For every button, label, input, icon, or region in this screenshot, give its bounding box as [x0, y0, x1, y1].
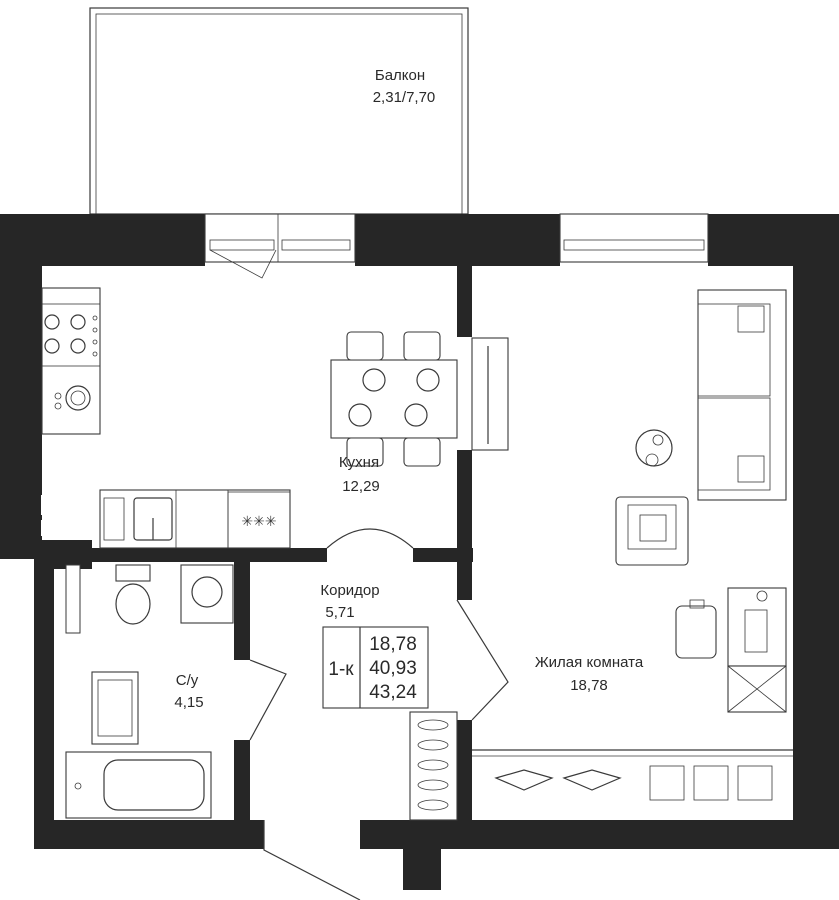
- hanger-icon: [494, 769, 622, 791]
- windows: [204, 213, 709, 279]
- hob-icon: ✳✳✳: [227, 491, 291, 549]
- total-with-balcony-value: 43,24: [369, 682, 417, 703]
- balcony: [89, 7, 469, 215]
- balcony-area: 2,31/7,70: [373, 89, 436, 106]
- svg-text:✳✳✳: ✳✳✳: [241, 514, 276, 530]
- kitchen-name: Кухня: [339, 454, 379, 471]
- coffee-machine-icon: [54, 385, 91, 411]
- sink-icon: [103, 497, 173, 541]
- apartment-type: 1-к: [328, 659, 354, 680]
- toilet-icon: [115, 564, 151, 625]
- washbasin-icon: [91, 671, 139, 745]
- corridor-area: 5,71: [325, 604, 354, 621]
- living-name: Жилая комната: [535, 654, 644, 671]
- stove-icon: [41, 303, 101, 367]
- tv-icon: [471, 337, 509, 451]
- sofa-icon: [697, 289, 787, 501]
- washing-machine-icon: [180, 564, 234, 624]
- kitchen-furniture: ✳✳✳: [41, 287, 458, 549]
- living-area-value: 18,78: [369, 634, 417, 655]
- doors: [249, 528, 509, 900]
- walls: [0, 214, 839, 890]
- labels: Балкон 2,31/7,70 Кухня 12,29 Коридор 5,7…: [174, 67, 643, 711]
- bathroom-name: С/у: [176, 672, 199, 689]
- balcony-name: Балкон: [375, 67, 425, 84]
- shoe-rack-icon: [409, 711, 458, 821]
- total-area-value: 40,93: [369, 658, 417, 679]
- bathtub-icon: [65, 751, 212, 819]
- living-area: 18,78: [570, 677, 608, 694]
- coffee-table-icon: [635, 429, 673, 467]
- armchair-icon: [615, 496, 689, 566]
- dining-table-icon: [330, 331, 458, 467]
- kitchen-area: 12,29: [342, 478, 380, 495]
- chair-icon: [675, 599, 717, 659]
- corridor-name: Коридор: [320, 582, 379, 599]
- area-summary: [322, 626, 429, 709]
- wardrobe: [472, 749, 793, 801]
- desk-icon: [727, 587, 787, 713]
- bathroom-area: 4,15: [174, 694, 203, 711]
